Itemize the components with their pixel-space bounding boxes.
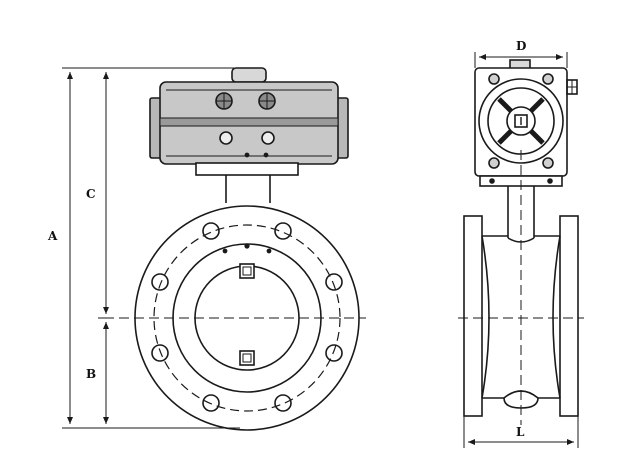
dimension-label-a: A (47, 229, 58, 243)
side-dimensions (463, 52, 579, 448)
dimension-label-c: C (86, 187, 96, 201)
actuator-side (474, 59, 578, 187)
front-dimensions (62, 67, 240, 429)
dimension-label-d: D (516, 39, 526, 53)
side-view (458, 59, 584, 425)
actuator-front (149, 67, 349, 176)
dimension-label-l: L (516, 425, 525, 439)
valve-body-side (463, 215, 579, 417)
valve-neck (225, 175, 271, 203)
dimension-label-b: B (86, 367, 96, 381)
side-centerlines (458, 150, 584, 425)
front-view (104, 67, 366, 431)
